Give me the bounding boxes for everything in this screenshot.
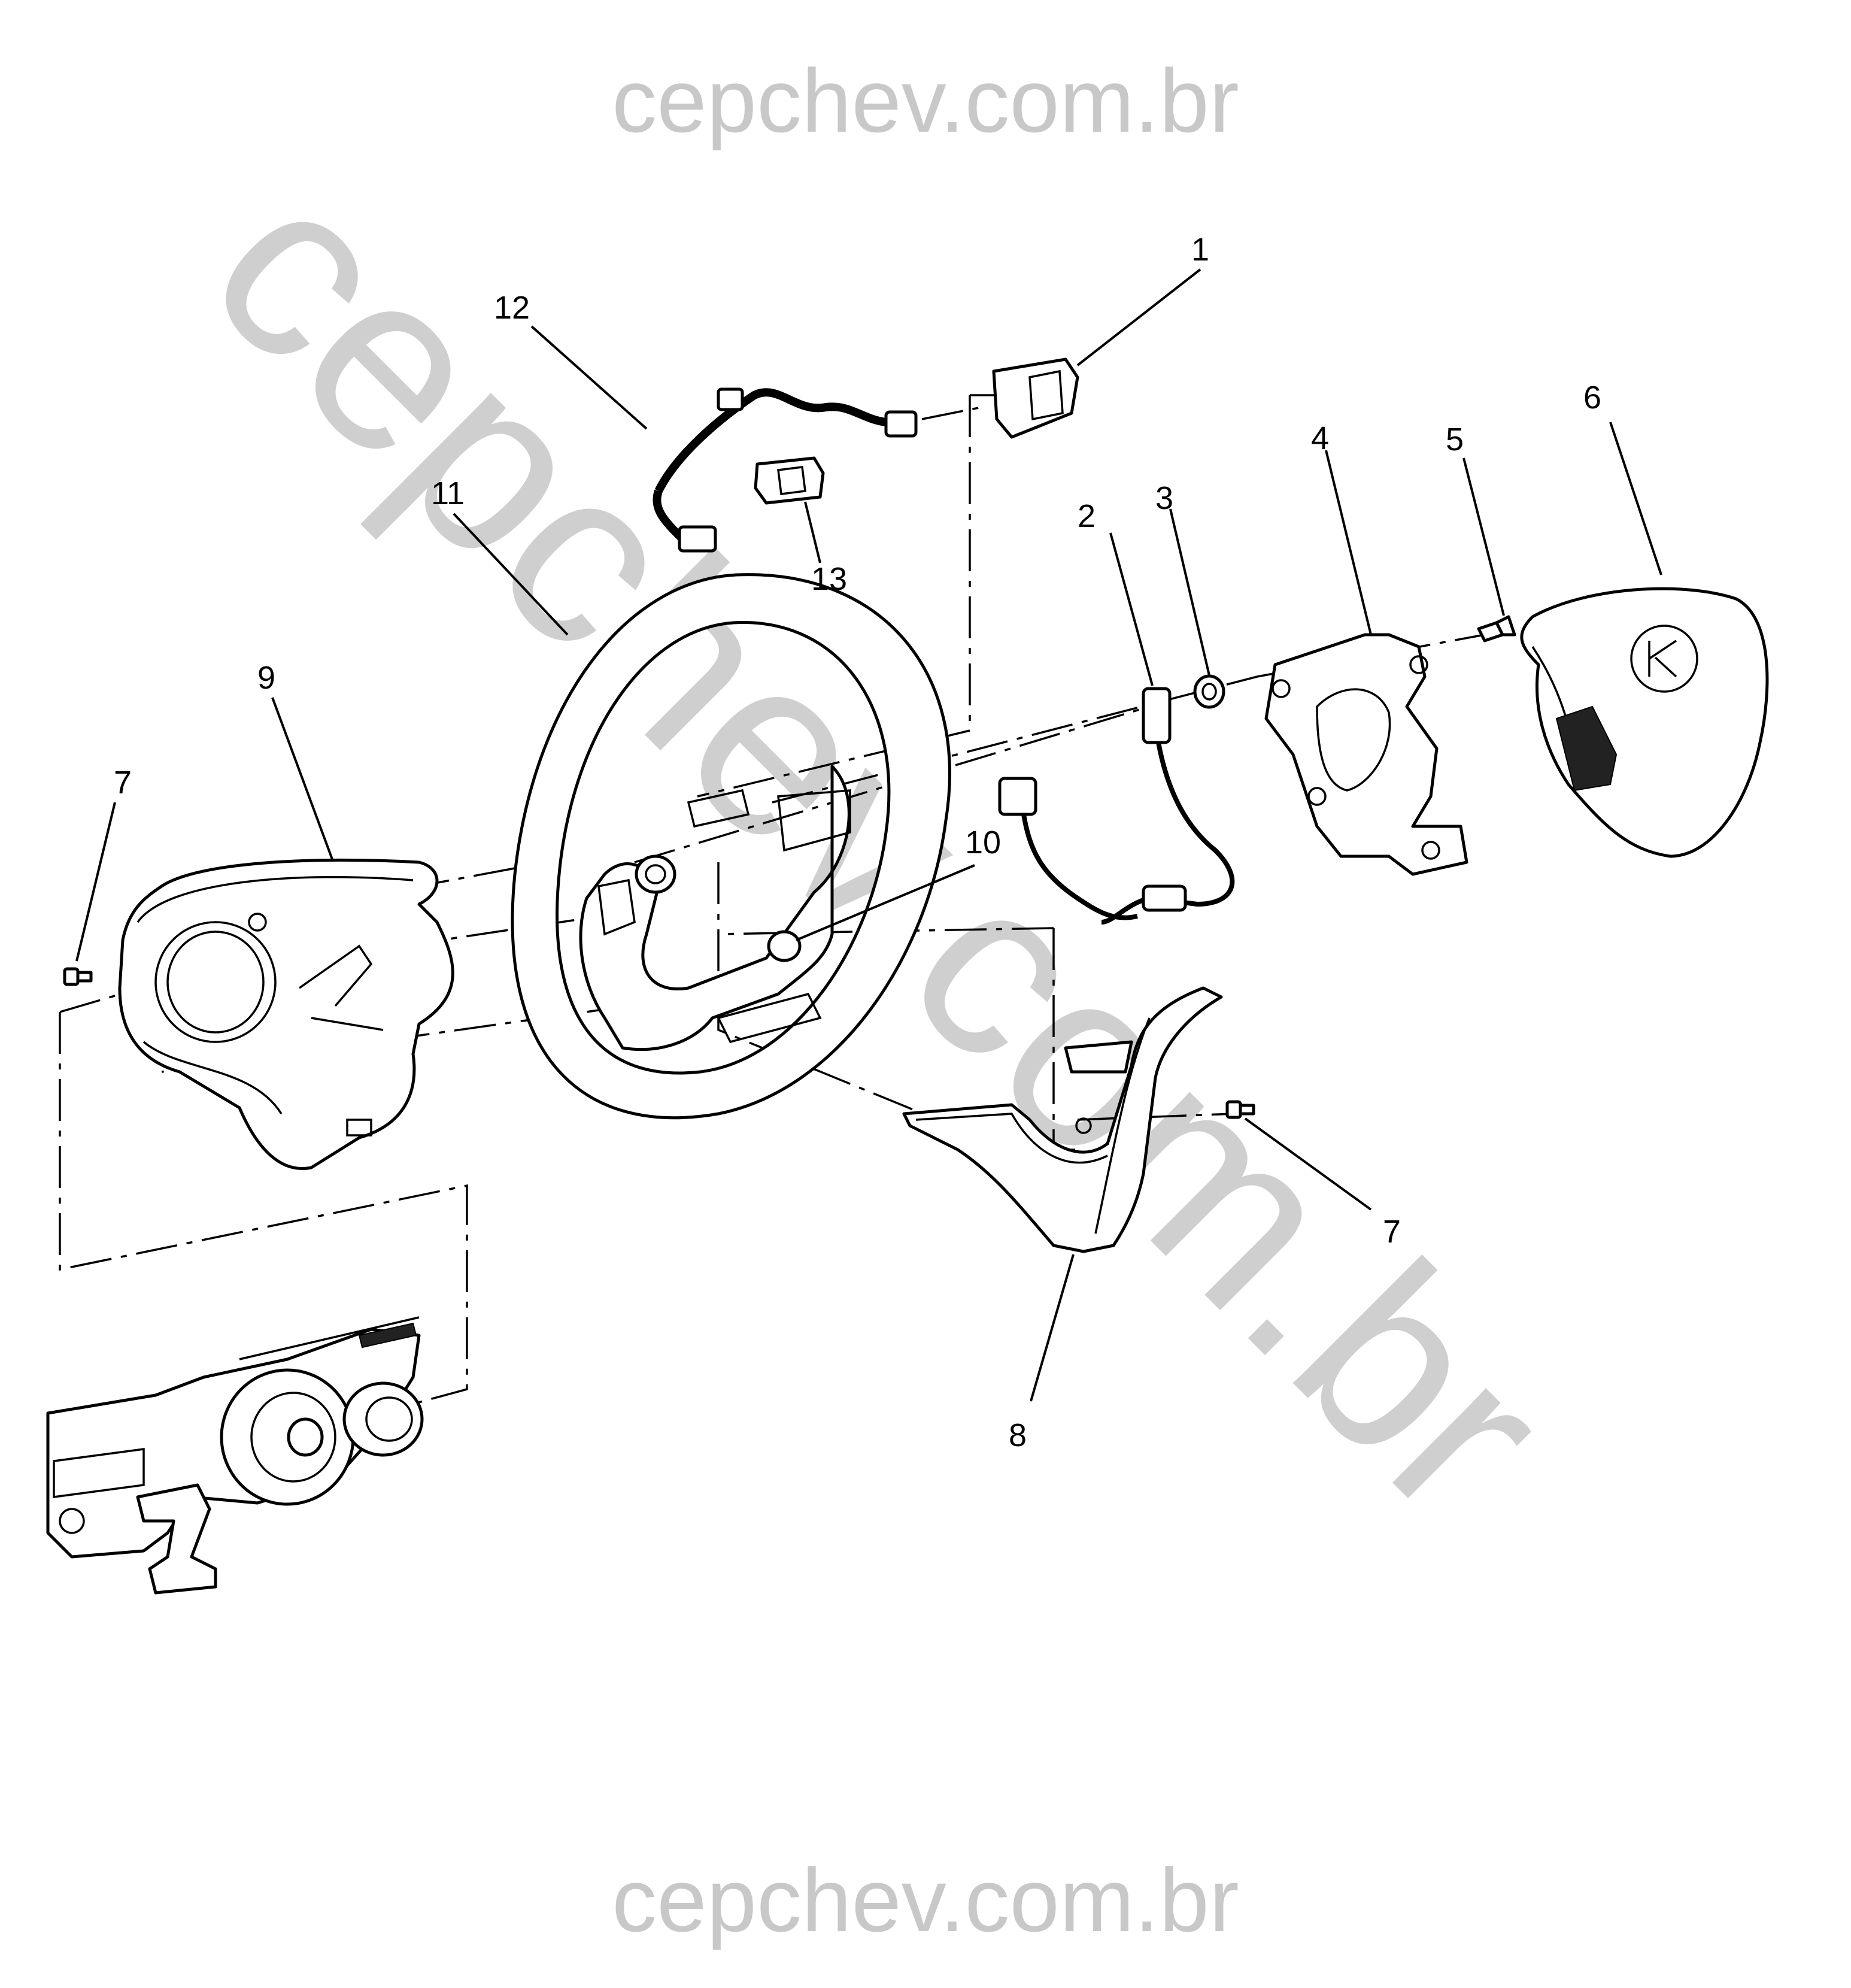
airbag-bracket (1264, 450, 1468, 876)
screw-right (1225, 1100, 1372, 1211)
steering-wheel-nut (767, 864, 975, 962)
bushing (1169, 508, 1225, 709)
callout-9: 9 (257, 660, 275, 696)
left-control-switch (754, 456, 825, 563)
horn-wiring (998, 532, 1235, 925)
right-control-switch (992, 268, 1201, 439)
callout-8: 8 (1009, 1417, 1027, 1453)
callout-12: 12 (494, 290, 530, 326)
watermark-top: cepchev.com.br (612, 50, 1239, 151)
lower-spoke-cover (902, 986, 1223, 1402)
driver-airbag-module (1520, 422, 1769, 858)
watermark-bottom: cepchev.com.br (612, 1850, 1239, 1950)
callout-5: 5 (1446, 422, 1464, 457)
lower-trim-cover (118, 858, 454, 1170)
callout-3: 3 (1155, 480, 1173, 516)
callout-11: 11 (431, 475, 465, 511)
callout-6: 6 (1583, 380, 1601, 416)
steering-column-assembly (46, 1316, 424, 1595)
callout-4: 4 (1311, 420, 1329, 456)
callout-2: 2 (1078, 498, 1096, 534)
airbag-bolt (1462, 457, 1516, 643)
leader-11 (453, 513, 569, 636)
callout-labels: 1 2 3 4 5 6 7 7 8 9 10 11 12 13 (114, 232, 1601, 1453)
leader-7-left (75, 802, 116, 962)
callout-7-left: 7 (114, 765, 132, 801)
steering-wheel (511, 573, 951, 1120)
callout-10: 10 (965, 825, 1001, 860)
callout-13: 13 (811, 561, 847, 597)
callout-7-right: 7 (1383, 1214, 1401, 1250)
leader-9 (271, 697, 333, 860)
callout-1: 1 (1191, 232, 1209, 268)
steering-wheel-harness (530, 325, 918, 553)
screw-left (63, 967, 93, 986)
